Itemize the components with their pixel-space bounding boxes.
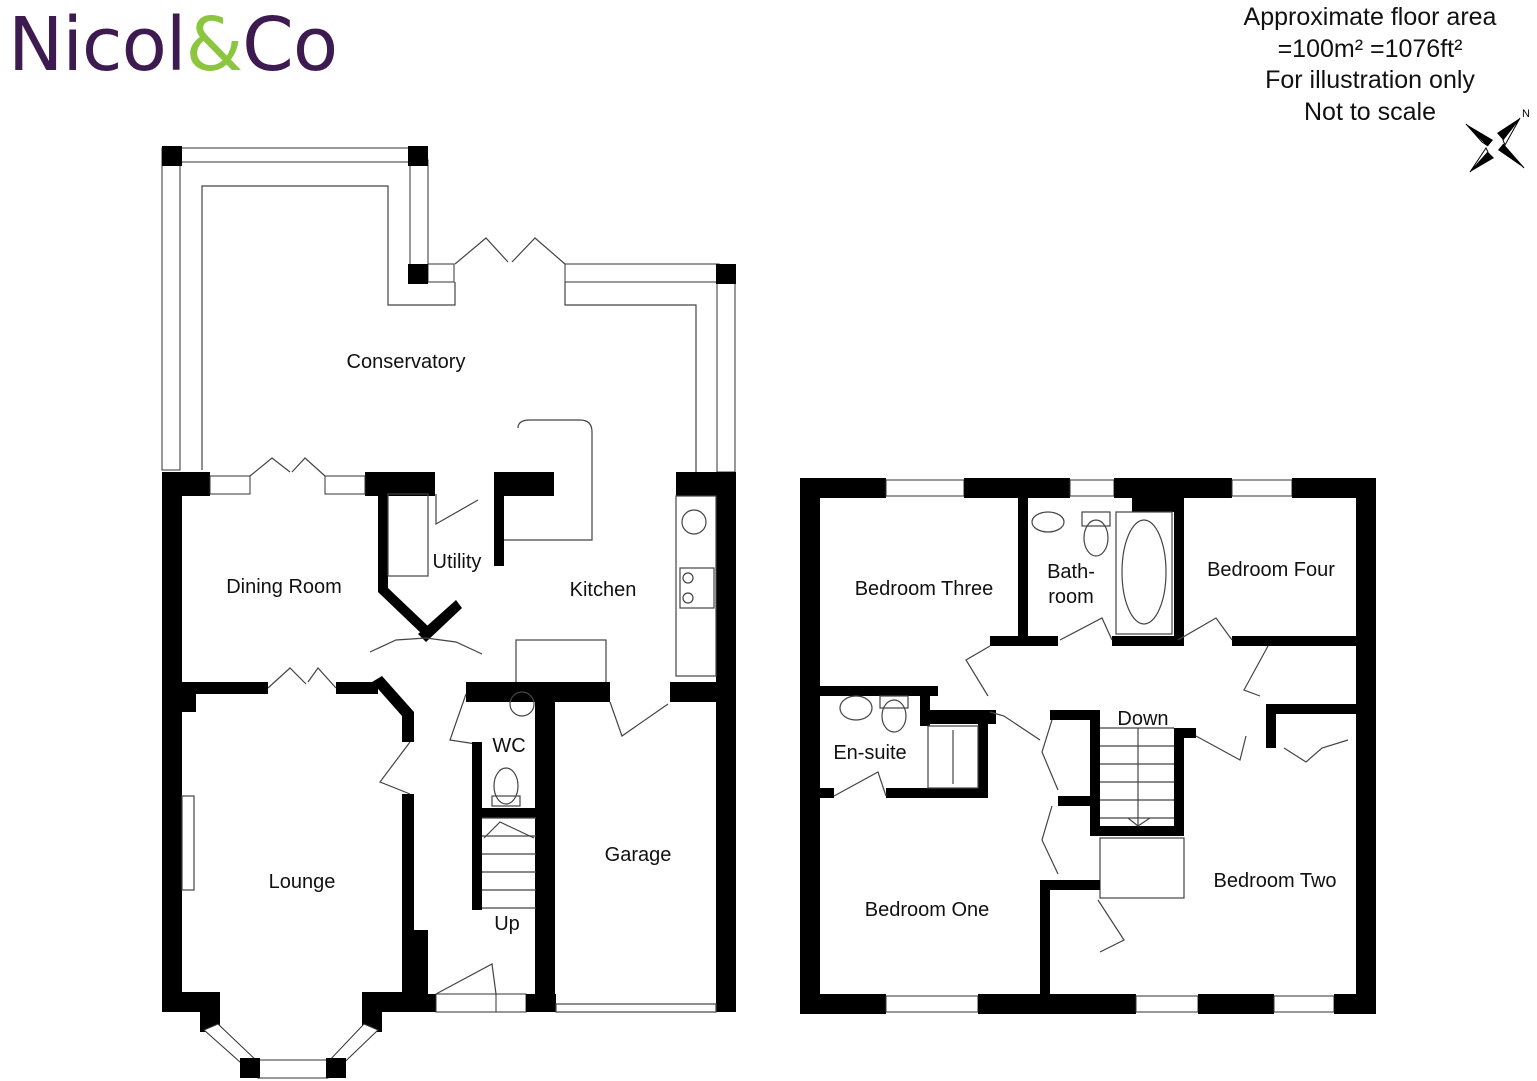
brand-ampersand: & xyxy=(185,2,243,88)
floor-area-title: Approximate floor area xyxy=(1243,3,1497,31)
brand-logo: Nicol&Co xyxy=(8,0,338,90)
label-bathroom-line1: Bath- xyxy=(1047,561,1095,583)
floor-area-value: =100m² =1076ft² xyxy=(1277,34,1463,63)
conservatory-window-side xyxy=(716,281,736,473)
ground-floor-plan xyxy=(161,146,736,1080)
conservatory-window-left xyxy=(161,159,181,471)
label-bathroom-line2: room xyxy=(1048,586,1094,608)
label-bedroom-one: Bedroom One xyxy=(865,899,990,921)
label-kitchen: Kitchen xyxy=(570,579,637,601)
conservatory-window-right-upper xyxy=(409,159,429,271)
compass-north-label: N xyxy=(1522,108,1530,120)
label-bedroom-two: Bedroom Two xyxy=(1213,870,1336,892)
compass-icon: N xyxy=(1465,108,1530,173)
label-bedroom-three: Bedroom Three xyxy=(855,578,994,600)
scale-note: Not to scale xyxy=(1303,97,1436,126)
first-floor-plan xyxy=(800,478,1376,1014)
label-wc: WC xyxy=(492,735,525,757)
label-lounge: Lounge xyxy=(269,871,336,893)
label-en-suite: En-suite xyxy=(833,742,906,764)
label-dining-room: Dining Room xyxy=(226,576,342,598)
label-bedroom-four: Bedroom Four xyxy=(1207,559,1335,581)
label-garage: Garage xyxy=(605,844,672,866)
label-stairs-up: Up xyxy=(494,913,520,935)
brand-name: Nicol xyxy=(8,2,186,88)
floor-area-note: Approximate floor area =100m² =1076ft² F… xyxy=(1220,2,1520,128)
conservatory-window-right xyxy=(564,263,720,283)
illustration-note: For illustration only xyxy=(1265,66,1475,94)
brand-suffix: Co xyxy=(242,2,338,88)
label-utility: Utility xyxy=(433,551,482,573)
conservatory-window-step xyxy=(427,263,455,283)
conservatory-window-top xyxy=(161,147,428,163)
label-stairs-down: Down xyxy=(1117,708,1168,730)
label-conservatory: Conservatory xyxy=(347,351,466,373)
